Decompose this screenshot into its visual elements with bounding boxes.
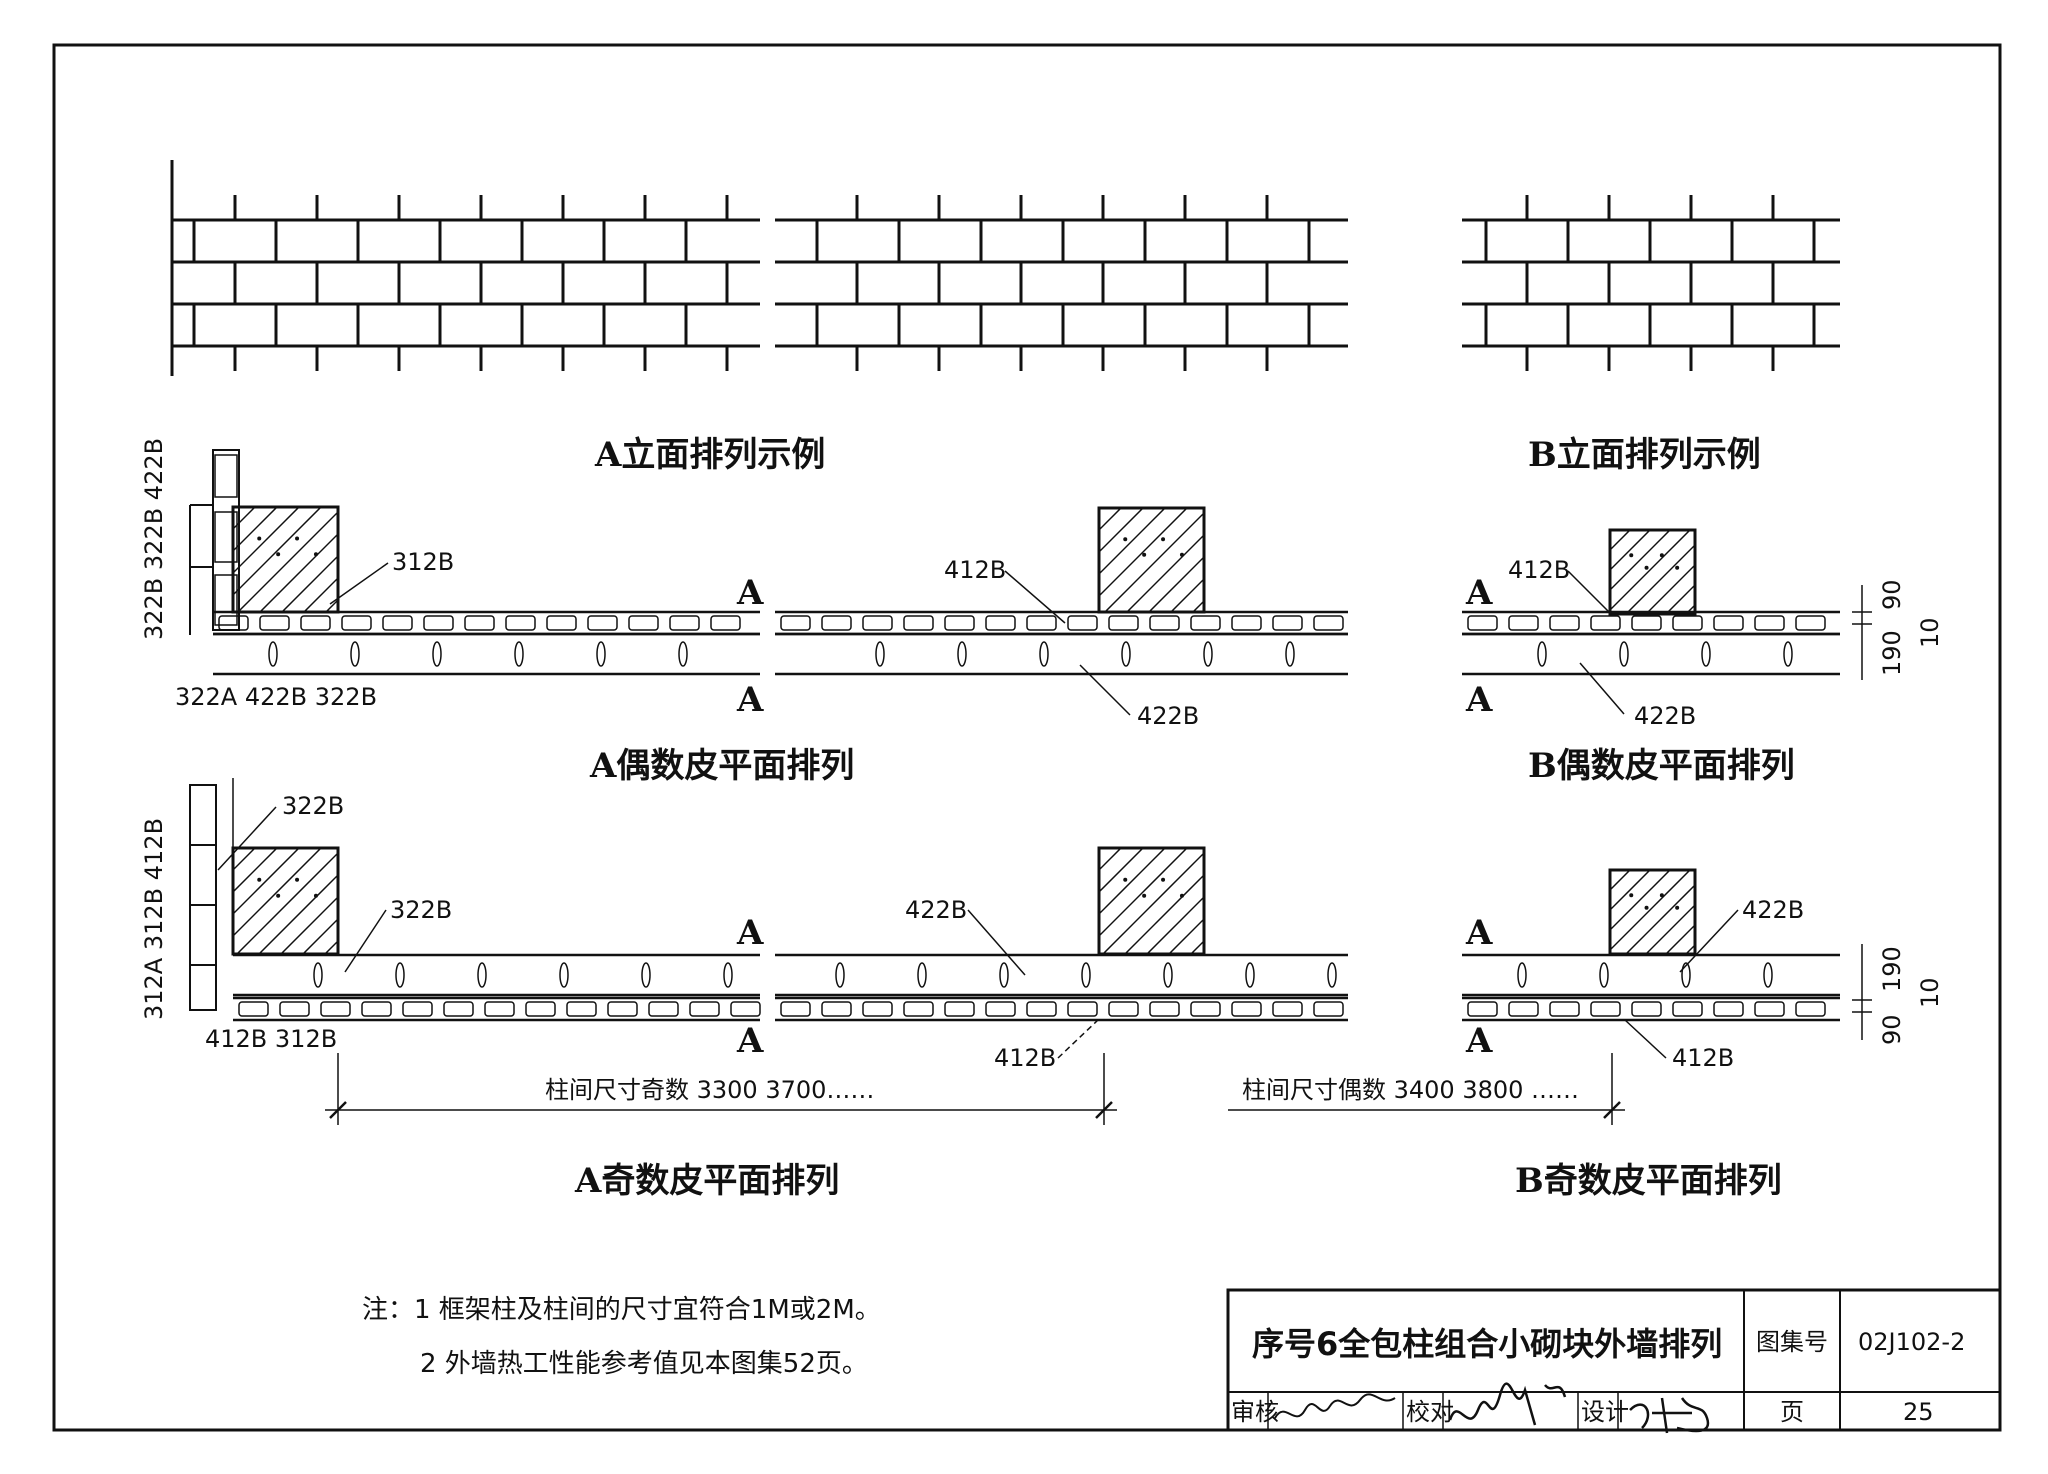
label-a-odd-left: 312A 312B 412B (140, 818, 168, 1020)
page-label: 页 (1780, 1398, 1804, 1426)
title-a-elevation: A立面排列示例 (594, 435, 825, 475)
page-number: 25 (1903, 1398, 1934, 1426)
section-mark-b-odd-bottom: A (1465, 1021, 1493, 1061)
label-422b-b-odd: 422B (1742, 896, 1804, 924)
label-422b-a-even: 422B (1137, 702, 1199, 730)
title-block: 序号6全包柱组合小砌块外墙排列 图集号 02J102-2 审核 校对 设计 页 … (1226, 1288, 2002, 1434)
sheet-border (52, 43, 2002, 1432)
reviewer-signature (1274, 1393, 1396, 1419)
title-b-even: B偶数皮平面排列 (1528, 746, 1795, 786)
label-a-odd-bottom: 412B 312B (205, 1025, 337, 1053)
label-412b-b-even: 412B (1508, 556, 1570, 584)
label-312b: 312B (392, 548, 454, 576)
label-412b-b-odd: 412B (1672, 1044, 1734, 1072)
design-label: 设计 (1581, 1398, 1629, 1426)
dim-text-odd: 柱间尺寸奇数 3300 3700…… (545, 1076, 874, 1104)
a-odd-plan: A A 322B 322B 412B 312B 312A 312B 412B 4… (140, 778, 1348, 1072)
section-mark-b-top: A (1465, 573, 1493, 613)
section-mark-a-odd-top: A (736, 913, 764, 953)
check-label: 校对 (1406, 1398, 1454, 1426)
label-412b-a-odd: 412B (994, 1044, 1056, 1072)
section-mark-b-bottom: A (1465, 680, 1493, 720)
section-mark-a-top: A (736, 573, 764, 613)
label-322b-odd: 322B (390, 896, 452, 924)
drawing-title: 序号6全包柱组合小砌块外墙排列 (1252, 1325, 1722, 1363)
title-a-odd: A奇数皮平面排列 (574, 1161, 839, 1201)
review-label: 审核 (1231, 1398, 1279, 1426)
b-odd-plan: A A 422B 412B 190 10 90 (1462, 868, 1944, 1072)
label-a-even-bottom: 322A 422B 322B (175, 683, 377, 711)
section-mark-a-odd-bottom: A (736, 1021, 764, 1061)
label-422b-b-even: 422B (1634, 702, 1696, 730)
dim-190-even: 190 (1878, 630, 1906, 676)
designer-signature (1629, 1397, 1710, 1434)
dim-10-odd: 10 (1916, 977, 1944, 1008)
label-322b-top: 322B (282, 792, 344, 820)
label-412b-a-even: 412B (944, 556, 1006, 584)
a-elevation-right (775, 195, 1348, 371)
dim-text-even: 柱间尺寸偶数 3400 3800 …… (1242, 1076, 1579, 1104)
a-even-plan: A A 312B 322A 422B 322B 322B 322B 422B 4… (140, 438, 1348, 730)
dimension-odd: 柱间尺寸奇数 3300 3700…… (325, 1053, 1117, 1125)
note-2: 2 外墙热工性能参考值见本图集52页。 (420, 1349, 868, 1379)
section-mark-a-bottom: A (736, 680, 764, 720)
atlas-number: 02J102-2 (1858, 1328, 1965, 1356)
atlas-label: 图集号 (1756, 1328, 1828, 1356)
title-b-elevation: B立面排列示例 (1528, 435, 1761, 475)
b-even-plan: A A 412B 422B 90 10 190 (1462, 528, 1944, 730)
dim-10-even: 10 (1916, 617, 1944, 648)
title-b-odd: B奇数皮平面排列 (1515, 1161, 1782, 1201)
label-422b-a-odd: 422B (905, 896, 967, 924)
note-1: 注：1 框架柱及柱间的尺寸宜符合1M或2M。 (362, 1295, 881, 1325)
a-elevation-left (170, 160, 760, 376)
dimension-even: 柱间尺寸偶数 3400 3800 …… (1228, 1053, 1625, 1125)
checker-signature (1448, 1382, 1567, 1426)
section-mark-b-odd-top: A (1465, 913, 1493, 953)
dim-90-odd: 90 (1878, 1014, 1906, 1045)
dim-90-even: 90 (1878, 579, 1906, 610)
title-a-even: A偶数皮平面排列 (589, 746, 854, 786)
b-elevation (1462, 195, 1840, 371)
dim-190-odd: 190 (1878, 946, 1906, 992)
label-a-even-left: 322B 322B 422B (140, 438, 168, 640)
